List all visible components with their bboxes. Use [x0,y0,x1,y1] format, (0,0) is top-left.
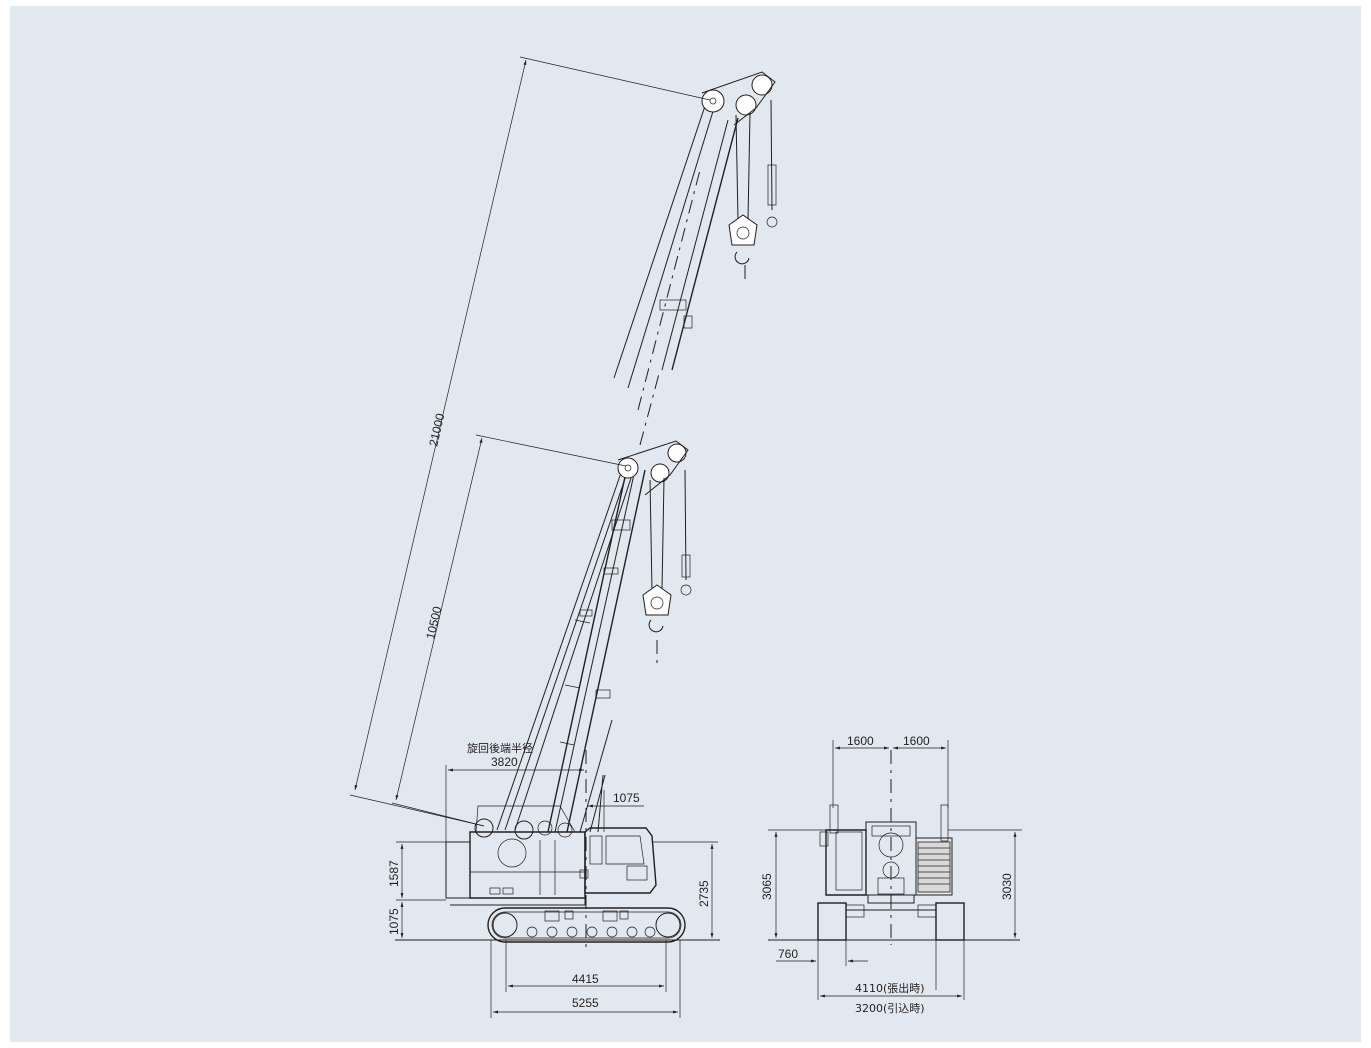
dim-text-3820: 3820 [491,755,518,769]
dim-boom-long: 21000 [349,56,711,827]
dim-text-1075-front: 1075 [613,791,640,805]
dim-text-3065: 3065 [760,873,774,900]
dim-text-4415: 4415 [572,972,599,986]
dim-left-heights: 1587 1075 [387,841,446,938]
tail-radius-label: 旋回後端半径 [467,741,533,755]
upper-structure [445,805,657,906]
boom-short [496,440,692,833]
dim-text-3200: 3200(引込時) [855,1001,925,1015]
dim-text-5255: 5255 [572,996,599,1010]
dim-text-760: 760 [778,947,798,961]
side-view: 21000 10500 旋回後端半径 3820 1075 [349,56,778,1018]
dim-front-offset: 1075 [588,790,644,832]
dim-text-1600-right: 1600 [903,734,930,748]
dim-tail-radius: 旋回後端半径 3820 [445,741,584,842]
dim-text-3030: 3030 [1000,873,1014,900]
dim-text-4110: 4110(張出時) [855,981,925,995]
dim-overall-height: 2735 [652,841,718,938]
rear-view: 1600 1600 3065 3030 760 4110(張出時) 3200(引… [760,734,1022,1015]
dim-text-2735: 2735 [697,880,711,907]
dim-text-1587: 1587 [387,860,401,887]
boom-long [613,71,778,446]
dim-text-21000: 21000 [426,412,447,448]
dim-track-lengths: 4415 5255 [490,940,681,1018]
dim-text-10500: 10500 [423,605,444,641]
crawler-track [487,907,686,943]
dim-text-1075-track: 1075 [387,908,401,935]
dim-text-1600-left: 1600 [847,734,874,748]
